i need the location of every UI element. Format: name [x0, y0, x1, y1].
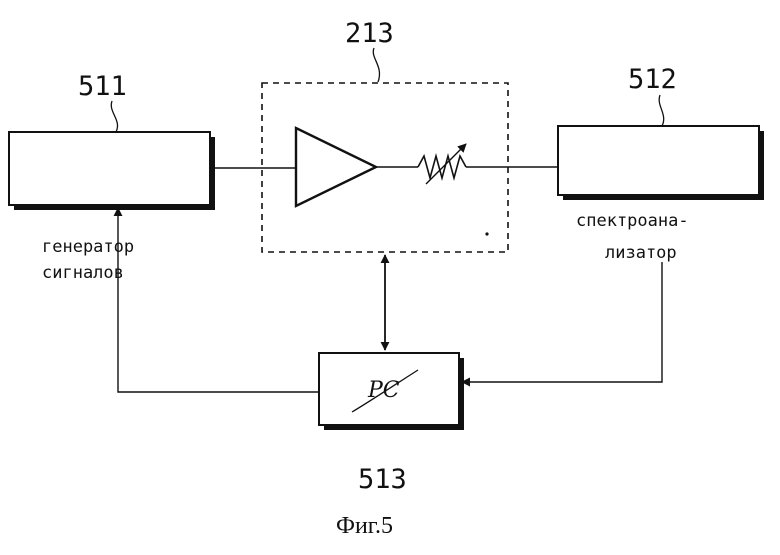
stray-mark	[485, 232, 489, 236]
figure-caption: Фиг.5	[336, 513, 393, 539]
variable-resistor-icon	[417, 143, 467, 185]
spectrum-analyzer-label-line1: спектроана-	[576, 211, 689, 231]
ref-512: 512	[628, 64, 677, 95]
spectrum-analyzer-block	[557, 125, 760, 196]
ref-213: 213	[345, 18, 394, 49]
ref-213-leader	[372, 47, 381, 83]
spectrum-analyzer-label-line2: лизатор	[605, 243, 677, 263]
ref-511: 511	[78, 71, 127, 102]
ref-512-leader	[658, 94, 665, 127]
signal-generator-block	[8, 131, 211, 206]
wire-pc-to-generator	[113, 207, 319, 393]
amplifier-triangle-icon	[294, 126, 379, 208]
wire-analyzer-to-pc	[461, 262, 663, 387]
ref-511-leader	[110, 100, 119, 133]
signal-generator-label-line2: сигналов	[42, 263, 124, 283]
ref-513: 513	[358, 464, 407, 495]
pc-label-strike	[351, 369, 419, 413]
signal-generator-label-line1: генератор	[42, 237, 134, 257]
